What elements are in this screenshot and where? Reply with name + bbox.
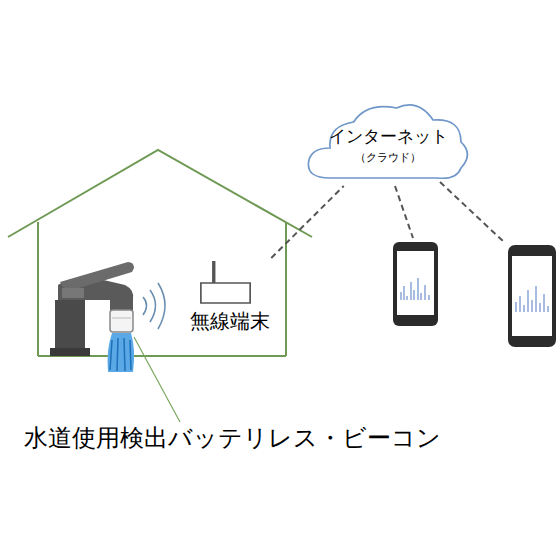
text-stack: 無線端末: [174, 310, 286, 333]
node-title: 無線端末: [174, 310, 286, 333]
radio-waves: [143, 283, 165, 329]
text-stack: インターネット （クラウド）: [300, 127, 476, 164]
router-part: [212, 261, 215, 285]
node-subtitle: （クラウド）: [300, 152, 476, 165]
callout-label: 水道使用検出バッテリレス・ビーコン: [24, 424, 441, 453]
smartphone: [393, 242, 438, 326]
router-node: 無線端末: [174, 258, 286, 340]
router-part: [201, 283, 250, 303]
cloud-node: インターネット （クラウド）: [300, 98, 476, 186]
house-outline: [8, 150, 312, 356]
faucet: [50, 262, 134, 372]
link-lines: [395, 182, 505, 243]
node-title: インターネット: [300, 127, 476, 147]
smartphone: [508, 245, 556, 347]
leader-line: [134, 337, 180, 422]
dashed-connector: [271, 186, 343, 258]
